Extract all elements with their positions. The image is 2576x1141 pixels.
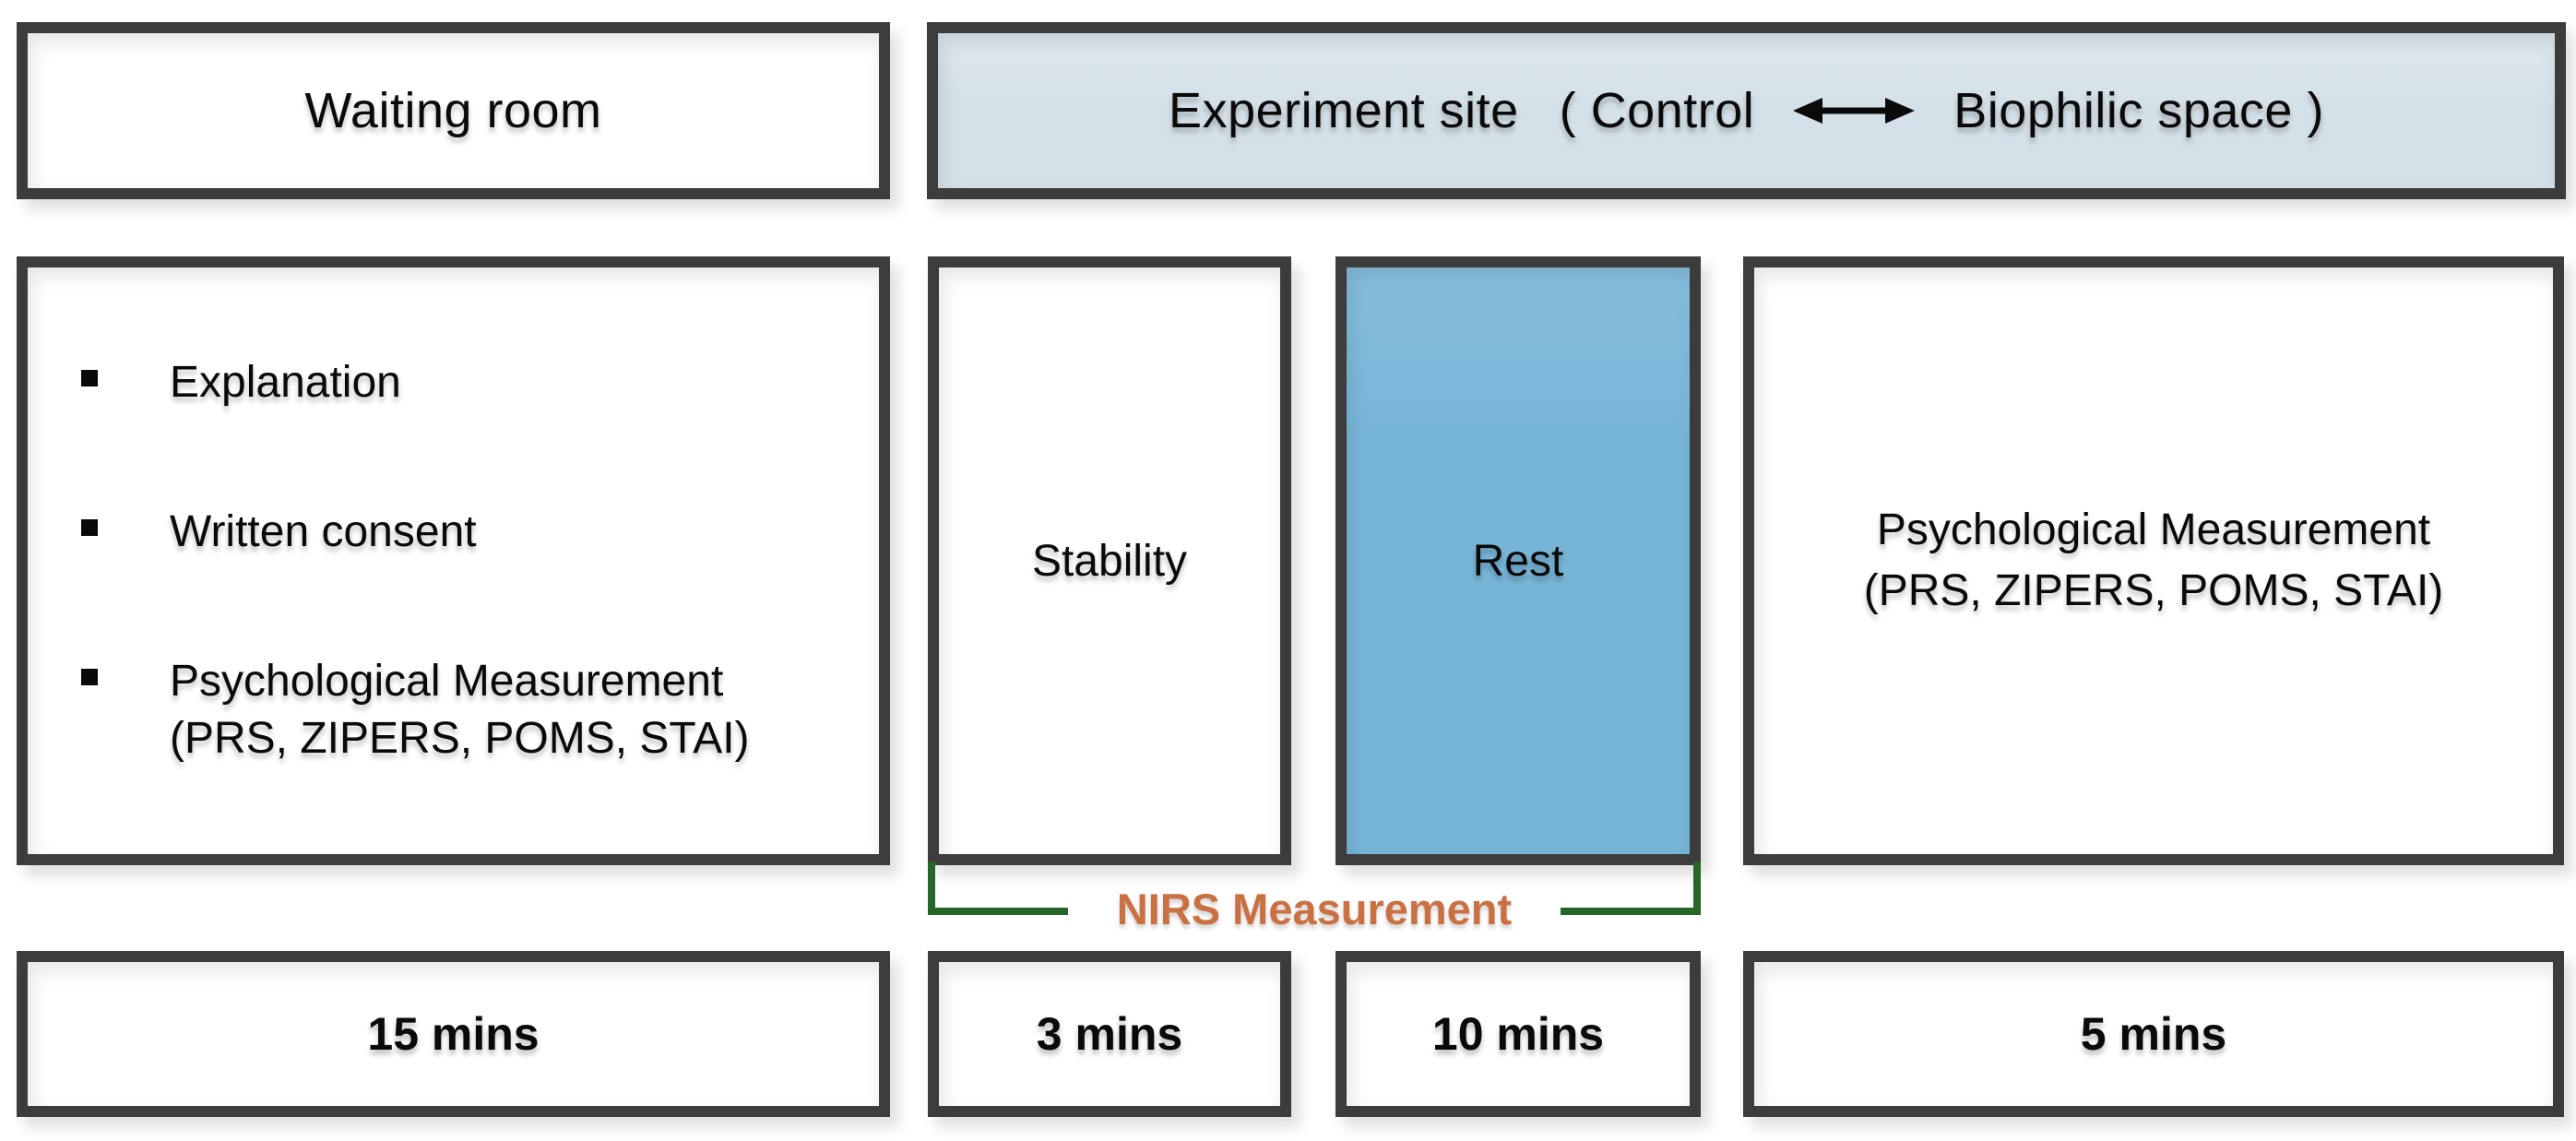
duration-stability-label: 3 mins (1036, 1008, 1183, 1060)
list-item-subtext: (PRS, ZIPERS, POMS, STAI) (170, 714, 750, 763)
psychological-measurement-line2: (PRS, ZIPERS, POMS, STAI) (1863, 566, 2444, 615)
waiting-room-label: Waiting room (304, 83, 602, 138)
bullet-icon (81, 669, 98, 685)
list-item-written-consent: Written consent (81, 504, 842, 561)
list-item-text: Written consent (170, 507, 477, 556)
list-item-text: Psychological Measurement (170, 657, 724, 706)
bracket-right-line (1561, 908, 1701, 915)
biophilic-space-label: Biophilic space ) (1953, 83, 2324, 138)
experiment-site-label: Experiment site (1169, 83, 1519, 138)
list-item-psychological-measurement: Psychological Measurement (PRS, ZIPERS, … (81, 653, 842, 767)
experiment-site-header-box: Experiment site ( Control Biophilic spac… (927, 22, 2566, 199)
psychological-measurement-text: Psychological Measurement (PRS, ZIPERS, … (1864, 500, 2444, 622)
bullet-icon (81, 519, 98, 536)
duration-psychological-box: 5 mins (1743, 951, 2564, 1117)
psychological-measurement-line1: Psychological Measurement (1876, 505, 2431, 554)
list-item-explanation: Explanation (81, 354, 842, 411)
rest-phase-box: Rest (1335, 256, 1701, 865)
bracket-left-tick (928, 862, 935, 915)
stability-label: Stability (1031, 536, 1188, 586)
waiting-room-activity-list: Explanation Written consent Psychologica… (28, 267, 879, 767)
bracket-right-tick (1693, 862, 1701, 915)
double-arrow-icon (1789, 89, 1918, 132)
rest-label: Rest (1472, 536, 1564, 586)
control-label: ( Control (1559, 83, 1755, 138)
list-item-text: Explanation (170, 358, 401, 407)
duration-psychological-label: 5 mins (2080, 1008, 2227, 1060)
duration-waiting-label: 15 mins (367, 1008, 540, 1060)
nirs-measurement-bracket: NIRS Measurement (928, 862, 1701, 933)
waiting-room-details-box: Explanation Written consent Psychologica… (17, 256, 890, 865)
duration-waiting-room-box: 15 mins (17, 951, 890, 1117)
duration-stability-box: 3 mins (928, 951, 1291, 1117)
stability-phase-box: Stability (928, 256, 1291, 865)
waiting-room-header-box: Waiting room (17, 22, 890, 199)
duration-rest-box: 10 mins (1335, 951, 1701, 1117)
nirs-measurement-label: NIRS Measurement (1116, 885, 1513, 933)
psychological-measurement-box: Psychological Measurement (PRS, ZIPERS, … (1743, 256, 2564, 865)
bracket-left-line (928, 908, 1068, 915)
duration-rest-label: 10 mins (1431, 1008, 1605, 1060)
bullet-icon (81, 370, 98, 386)
